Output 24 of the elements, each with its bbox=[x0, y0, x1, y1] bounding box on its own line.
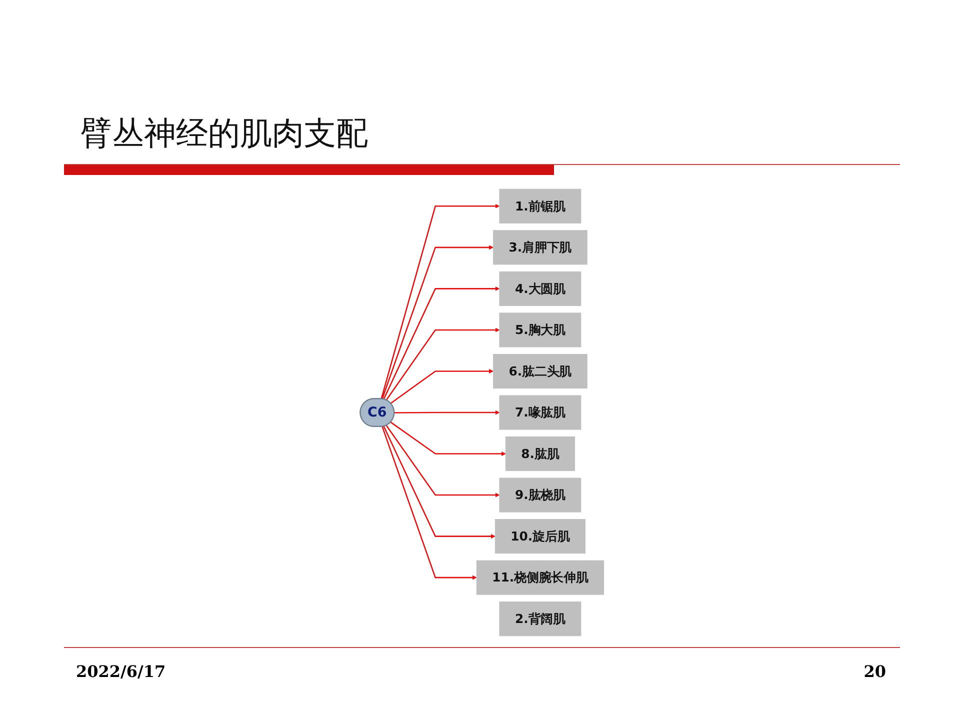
node-box: 4.大圆肌 bbox=[499, 271, 582, 306]
arrow bbox=[386, 328, 500, 400]
node-box: 5.胸大肌 bbox=[499, 312, 582, 348]
node-box: 1.前锯肌 bbox=[499, 188, 582, 224]
page-number: 20 bbox=[864, 662, 886, 681]
node-box: 6.肱二头肌 bbox=[493, 354, 588, 389]
node-box: 2.背阔肌 bbox=[499, 602, 582, 636]
node-box: 10.旋后肌 bbox=[494, 519, 586, 554]
arrow bbox=[380, 204, 500, 400]
arrow bbox=[390, 368, 494, 404]
node-box: 8.肱肌 bbox=[505, 436, 575, 472]
node-box: 11.桡侧腕长伸肌 bbox=[476, 560, 604, 595]
slide-title: 臂丛神经的肌肉支配 bbox=[80, 113, 368, 154]
date-label: 2022/6/17 bbox=[76, 662, 166, 681]
arrow bbox=[382, 426, 477, 580]
arrow bbox=[383, 286, 500, 400]
arrow bbox=[382, 245, 494, 400]
arrow bbox=[390, 422, 506, 456]
arrow bbox=[394, 410, 500, 415]
node-box: 3.肩胛下肌 bbox=[493, 230, 588, 265]
node-box: 9.肱桡肌 bbox=[499, 478, 582, 512]
node-box: 7.喙肱肌 bbox=[499, 395, 582, 430]
arrow bbox=[386, 425, 500, 498]
arrow bbox=[383, 426, 496, 539]
